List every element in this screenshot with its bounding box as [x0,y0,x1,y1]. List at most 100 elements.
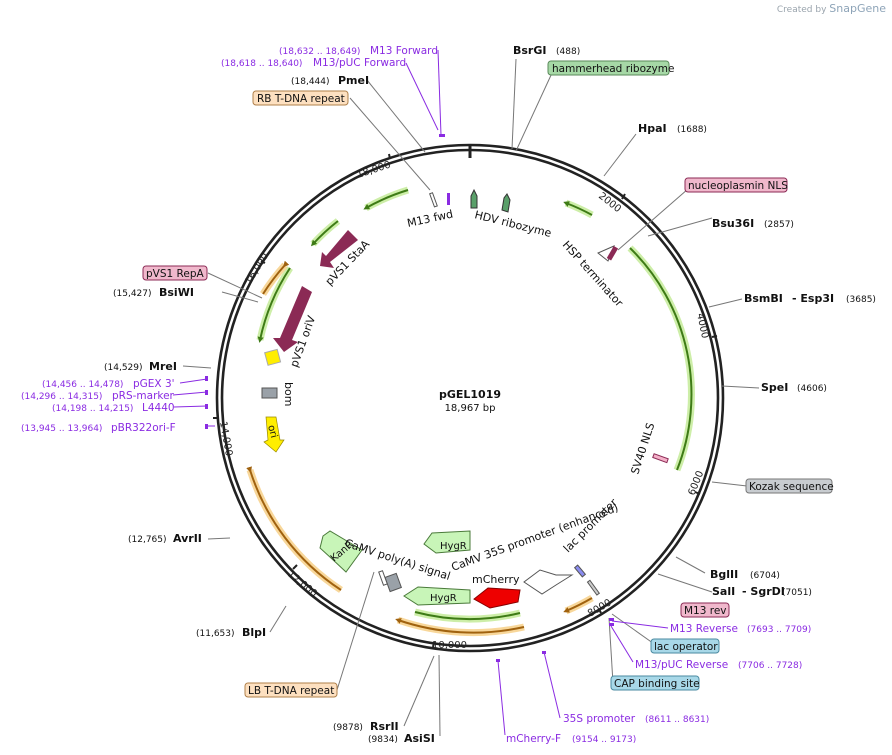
m13fwd-purple-marker [447,193,450,205]
box-hammerhead-text: hammerhead ribozyme [552,63,674,75]
feature-arc-left-2 [257,267,291,343]
enzyme-labels: BsrGI (488) HpaI (1688) Bsu36I (2857) Bs… [104,44,876,745]
label-hygr-2: HygR [430,593,457,604]
enzyme-bglii-pos: (6704) [750,571,780,581]
tick-4000: 4000 [694,312,710,339]
lac-operator-marker [586,579,601,596]
enzyme-avrii-pos: (12,765) [128,535,167,545]
enzyme-esp3i: - Esp3I [792,292,834,305]
primer-marks [205,134,614,662]
primer-35s-pos: (8611 .. 8631) [645,715,709,725]
mcherry-arrow [473,587,521,609]
box-pvs1repa [142,265,208,281]
enzyme-bsmbi: BsmBI [744,292,783,305]
box-nucleoplasmin [684,177,788,193]
enzyme-bsrgi: BsrGI [513,44,546,57]
enzyme-spei-pos: (4606) [797,384,827,394]
box-m13rev-text: M13 rev [684,605,727,617]
primer-35s: 35S promoter [563,713,636,725]
enzyme-asisi: AsiSI [404,732,435,745]
enzyme-sgrdi: - SgrDI [742,585,785,598]
created-by-text: Created by [776,5,827,15]
primer-pbr322-pos: (13,945 .. 13,964) [21,424,102,434]
bom-box [261,387,278,399]
hdv-marker-1 [470,188,478,209]
enzyme-pmei-pos: (18,444) [291,77,330,87]
orange-arc-8000 [563,597,593,613]
box-lacop [650,638,720,654]
enzyme-rsrii-pos: (9878) [333,723,363,733]
polya-box [384,572,403,593]
m13fwd-marker [429,192,438,208]
primer-m13puc-fwd: M13/pUC Forward [313,57,406,69]
primer-mcherryf-pos: (9154 .. 9173) [572,735,636,745]
enzyme-asisi-pos: (9834) [368,735,398,745]
snapgene-brand: Created by SnapGene [777,2,886,15]
primer-m13puc-rev-pos: (7706 .. 7728) [738,661,802,671]
polya-box-small [378,570,388,586]
label-hdv: HDV ribozyme [473,208,553,240]
label-hygr-1: HygR [440,541,467,552]
enzyme-blpi: BlpI [242,626,266,639]
enzyme-mrei-pos: (14,529) [104,363,143,373]
ori-arrow [263,416,285,453]
box-m13rev [680,602,730,618]
label-mcherry: mCherry [472,573,520,586]
primer-l4440: L4440 [142,402,175,414]
primer-m13rev: M13 Reverse [670,623,738,635]
lac-promoter-marker [573,564,587,578]
plasmid-length: 18,967 bp [445,403,496,414]
yellow-square [264,348,282,366]
box-cap-text: CAP binding site [614,678,700,690]
enzyme-bsiwi-pos: (15,427) [113,289,152,299]
oriv-arrow [273,286,312,352]
enzyme-avrii: AvrII [173,532,202,545]
primer-m13puc-fwd-pos: (18,618 .. 18,640) [221,59,302,69]
snapgene-logo: SnapGene [829,2,886,15]
backbone [215,143,725,653]
feature-shapes [261,188,669,609]
orange-arc-16000 [262,260,290,295]
enzyme-pmei: PmeI [338,74,369,87]
hygr-arrow-1 [423,530,471,554]
box-hammerhead [547,60,670,76]
primer-lines [172,49,669,736]
hygr-arrow-2 [403,586,471,606]
enzyme-spei: SpeI [761,381,788,394]
enzyme-hpai: HpaI [638,122,667,135]
box-rb [252,90,349,106]
feature-arc-bottom [414,611,521,620]
enzyme-blpi-pos: (11,653) [196,629,235,639]
feature-arc-left-1 [310,220,339,247]
35s-promoter-arrow [523,569,574,595]
hdv-marker-2 [501,193,511,213]
enzyme-rsrii: RsrII [370,720,399,733]
nls-marker [606,245,619,261]
primer-m13fwd: M13 Forward [370,45,438,57]
primer-m13fwd-pos: (18,632 .. 18,649) [279,47,360,57]
box-lb-text: LB T-DNA repeat [248,685,334,697]
primer-pgex3-pos: (14,456 .. 14,478) [42,380,123,390]
kanr-arrow [319,530,363,573]
label-bom: bom [282,382,295,406]
primer-l4440-pos: (14,198 .. 14,215) [52,404,133,414]
orange-arc-10000 [395,618,525,634]
tick-16000: 16,000 [243,251,271,287]
enzyme-sali: SalI [712,585,735,598]
box-nucleoplasmin-text: nucleoplasmin NLS [688,180,788,192]
box-lb [244,682,338,698]
primer-pgex3: pGEX 3' [133,378,175,390]
box-kozak-text: Kozak sequence [749,481,834,493]
feature-arc-top-left [363,189,409,210]
primer-mcherryf: mCherry-F [506,733,561,745]
box-pvs1repa-text: pVS1 RepA [146,268,204,280]
box-lacop-text: lac operator [654,641,718,653]
primer-pbr322: pBR322ori-F [111,422,176,434]
feature-arcs [246,186,695,637]
box-rb-text: RB T-DNA repeat [257,93,345,105]
primer-labels: (18,632 .. 18,649) M13 Forward (18,618 .… [21,45,811,745]
enzyme-bsu36i: Bsu36I [712,217,754,230]
plasmid-name: pGEL1019 [439,388,501,401]
feature-arc-right [629,247,693,471]
